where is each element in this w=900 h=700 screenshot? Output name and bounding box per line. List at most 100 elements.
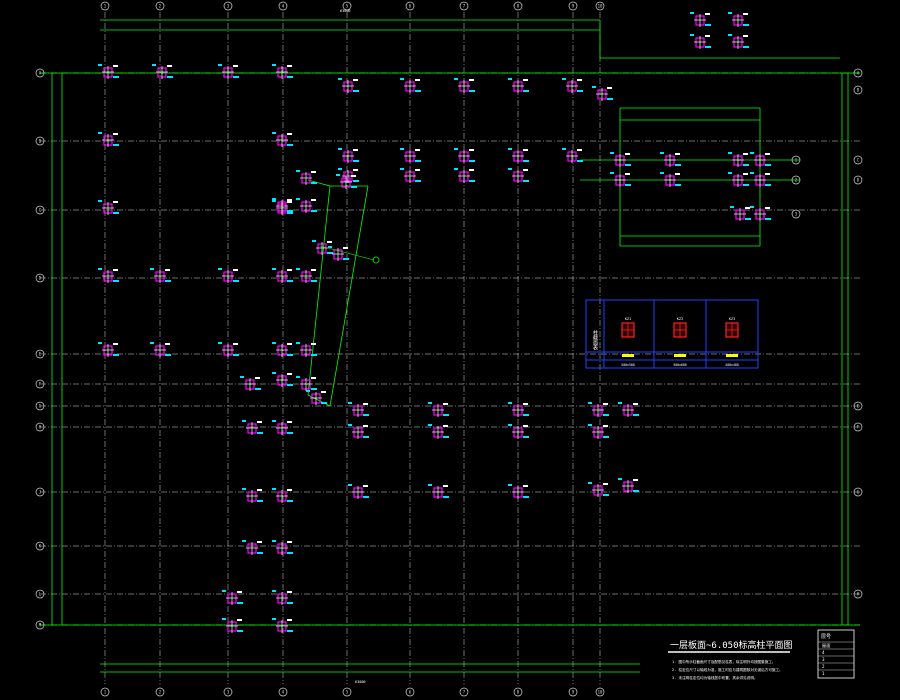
note-line-1: 1. 图中所示柱截面尺寸及配筋见柱表，除注明外均按图集施工。: [672, 659, 776, 664]
axis-bottom-3-circle: [223, 687, 233, 697]
column-dim: [577, 90, 583, 92]
column-dim: [633, 490, 639, 492]
axis-top-3-label: 3: [227, 4, 230, 9]
section-KZ1-swatch: [622, 354, 634, 357]
column-tag: [165, 343, 170, 345]
column-dim: [311, 210, 317, 212]
axis-bottom-5-circle: [342, 687, 352, 697]
column-dim: [272, 64, 276, 66]
column-marker: [690, 12, 711, 27]
column-dim: [353, 180, 359, 182]
column-dim: [218, 64, 222, 66]
column-marker: [222, 590, 243, 605]
column-tag: [743, 173, 748, 175]
column-marker: [454, 148, 475, 163]
axis-bottom-5-label: 5: [346, 690, 349, 695]
column-marker: [272, 618, 293, 633]
column-tag: [167, 65, 172, 67]
column-dim: [321, 402, 327, 404]
column-marker: [588, 424, 609, 439]
column-dim: [98, 342, 102, 344]
axis-left-2-label: B: [39, 139, 42, 144]
column-dim: [523, 436, 529, 438]
column-tag: [257, 489, 262, 491]
axis-right-3-circle: [853, 155, 863, 165]
axis-top-4-label: 4: [282, 4, 285, 9]
column-tag: [523, 169, 528, 171]
axis-right-2-label: B: [857, 88, 860, 93]
column-dim: [443, 436, 449, 438]
column-dim: [523, 160, 529, 162]
column-tag: [745, 207, 750, 209]
column-dim: [577, 160, 583, 162]
axis-right-5-circle: [853, 401, 863, 411]
column-marker: [218, 64, 239, 79]
column-dim: [113, 212, 119, 214]
column-dim: [728, 152, 732, 154]
column-marker: [618, 402, 639, 417]
section-KZ2-id: KZ2: [677, 317, 684, 321]
column-tag: [233, 343, 238, 345]
column-dim: [610, 152, 614, 154]
column-tag: [743, 13, 748, 15]
axis-detail-2-circle: [791, 175, 801, 185]
column-dim: [443, 496, 449, 498]
column-tag: [765, 173, 770, 175]
column-marker: [222, 618, 243, 633]
column-marker: [728, 34, 749, 49]
level-table-frame: [817, 629, 855, 679]
column-tag: [523, 485, 528, 487]
column-tag: [287, 133, 292, 135]
column-dim: [272, 268, 276, 270]
column-tag: [311, 269, 316, 271]
column-marker: [98, 64, 119, 79]
column-tag: [353, 169, 358, 171]
detail-block: [319, 245, 380, 264]
column-dim: [98, 64, 102, 66]
column-dim: [272, 372, 276, 374]
column-dim: [523, 90, 529, 92]
axis-right-1-label: A: [857, 71, 860, 76]
column-marker: [562, 78, 583, 93]
column-dim: [454, 78, 458, 80]
column-marker: [348, 424, 369, 439]
column-marker: [400, 148, 421, 163]
column-dim: [338, 168, 342, 170]
column-dim: [508, 78, 512, 80]
column-dim: [311, 354, 317, 356]
column-tag: [523, 425, 528, 427]
column-dim: [287, 500, 293, 502]
axis-bottom-6-circle: [405, 687, 415, 697]
column-dim: [523, 414, 529, 416]
axis-bottom-1-circle: [100, 687, 110, 697]
column-dim: [443, 414, 449, 416]
axis-left-12-label: M: [39, 623, 42, 628]
column-dim: [618, 402, 622, 404]
column-tag: [675, 173, 680, 175]
column-dim: [728, 172, 732, 174]
column-dim: [508, 484, 512, 486]
column-dim: [272, 540, 276, 542]
column-dim: [312, 240, 316, 242]
column-tag: [233, 269, 238, 271]
column-dim: [607, 98, 613, 100]
axis-bottom-8-label: 8: [517, 690, 520, 695]
column-marker: [728, 12, 749, 27]
column-tag: [443, 425, 448, 427]
column-tag: [287, 343, 292, 345]
column-marker: [152, 64, 173, 79]
axis-detail-3-label: 3: [795, 212, 798, 217]
column-dim: [348, 424, 352, 426]
column-dim: [743, 24, 749, 26]
column-tag: [633, 479, 638, 481]
column-marker: [660, 172, 681, 187]
column-tag: [577, 149, 582, 151]
axis-top-5-label: 5: [346, 4, 349, 9]
axis-right-8-label: H: [857, 592, 860, 597]
axis-right-6-label: F: [857, 425, 860, 430]
column-marker: [98, 200, 119, 215]
column-marker: [690, 34, 711, 49]
column-tag: [443, 485, 448, 487]
